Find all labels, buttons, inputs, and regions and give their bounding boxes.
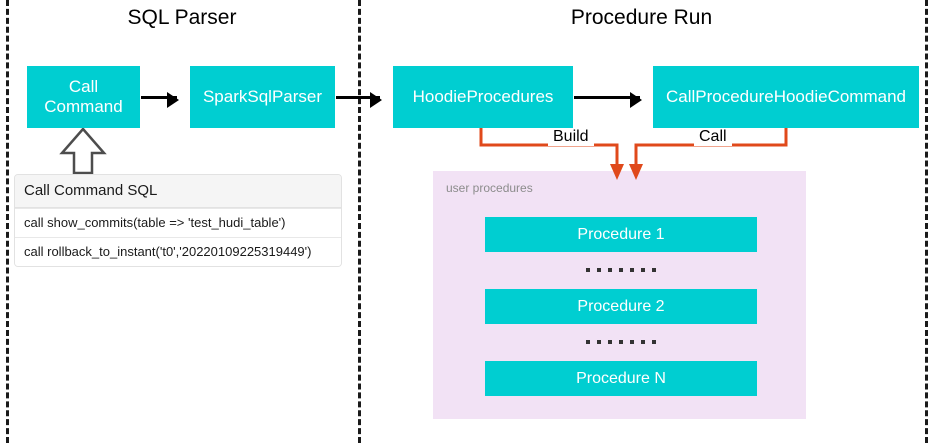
user-procedures-panel: user procedures Procedure 1 Procedure 2 … (433, 171, 806, 419)
section-title-procedure-run: Procedure Run (570, 6, 713, 29)
arrow-spark-sql-parser-to-hoodie-procedures (336, 92, 382, 108)
node-call-command[interactable]: Call Command (27, 66, 140, 128)
node-procedure-n[interactable]: Procedure N (485, 361, 757, 396)
table-row: call show_commits(table => 'test_hudi_ta… (15, 208, 341, 237)
node-spark-sql-parser[interactable]: SparkSqlParser (190, 66, 335, 128)
arrow-call-command-to-spark-sql-parser (141, 92, 179, 108)
call-command-sql-table: Call Command SQL call show_commits(table… (14, 174, 342, 267)
divider-left (6, 0, 9, 443)
section-title-sql-parser: SQL Parser (127, 6, 237, 29)
node-call-command-line1: Call (68, 76, 99, 96)
node-procedure-2[interactable]: Procedure 2 (485, 289, 757, 324)
ellipsis-separator (485, 252, 757, 288)
table-row: call rollback_to_instant('t0','202201092… (15, 237, 341, 266)
arrow-hoodie-procedures-to-call-procedure-hoodie-command (574, 92, 642, 108)
divider-right (925, 0, 928, 443)
node-call-command-line2: Command (44, 97, 123, 116)
node-hoodie-procedures[interactable]: HoodieProcedures (393, 66, 573, 128)
block-arrow-up-icon (59, 128, 107, 174)
connector-build-label: Build (548, 128, 594, 146)
sql-table-header: Call Command SQL (15, 175, 341, 208)
node-call-command-label: Call Command (44, 77, 122, 117)
divider-middle (358, 0, 361, 443)
node-call-procedure-hoodie-command[interactable]: CallProcedureHoodieCommand (653, 66, 919, 128)
node-procedure-1[interactable]: Procedure 1 (485, 217, 757, 252)
connector-call-label: Call (694, 128, 732, 146)
user-procedures-label: user procedures (446, 181, 533, 195)
ellipsis-separator (485, 324, 757, 360)
